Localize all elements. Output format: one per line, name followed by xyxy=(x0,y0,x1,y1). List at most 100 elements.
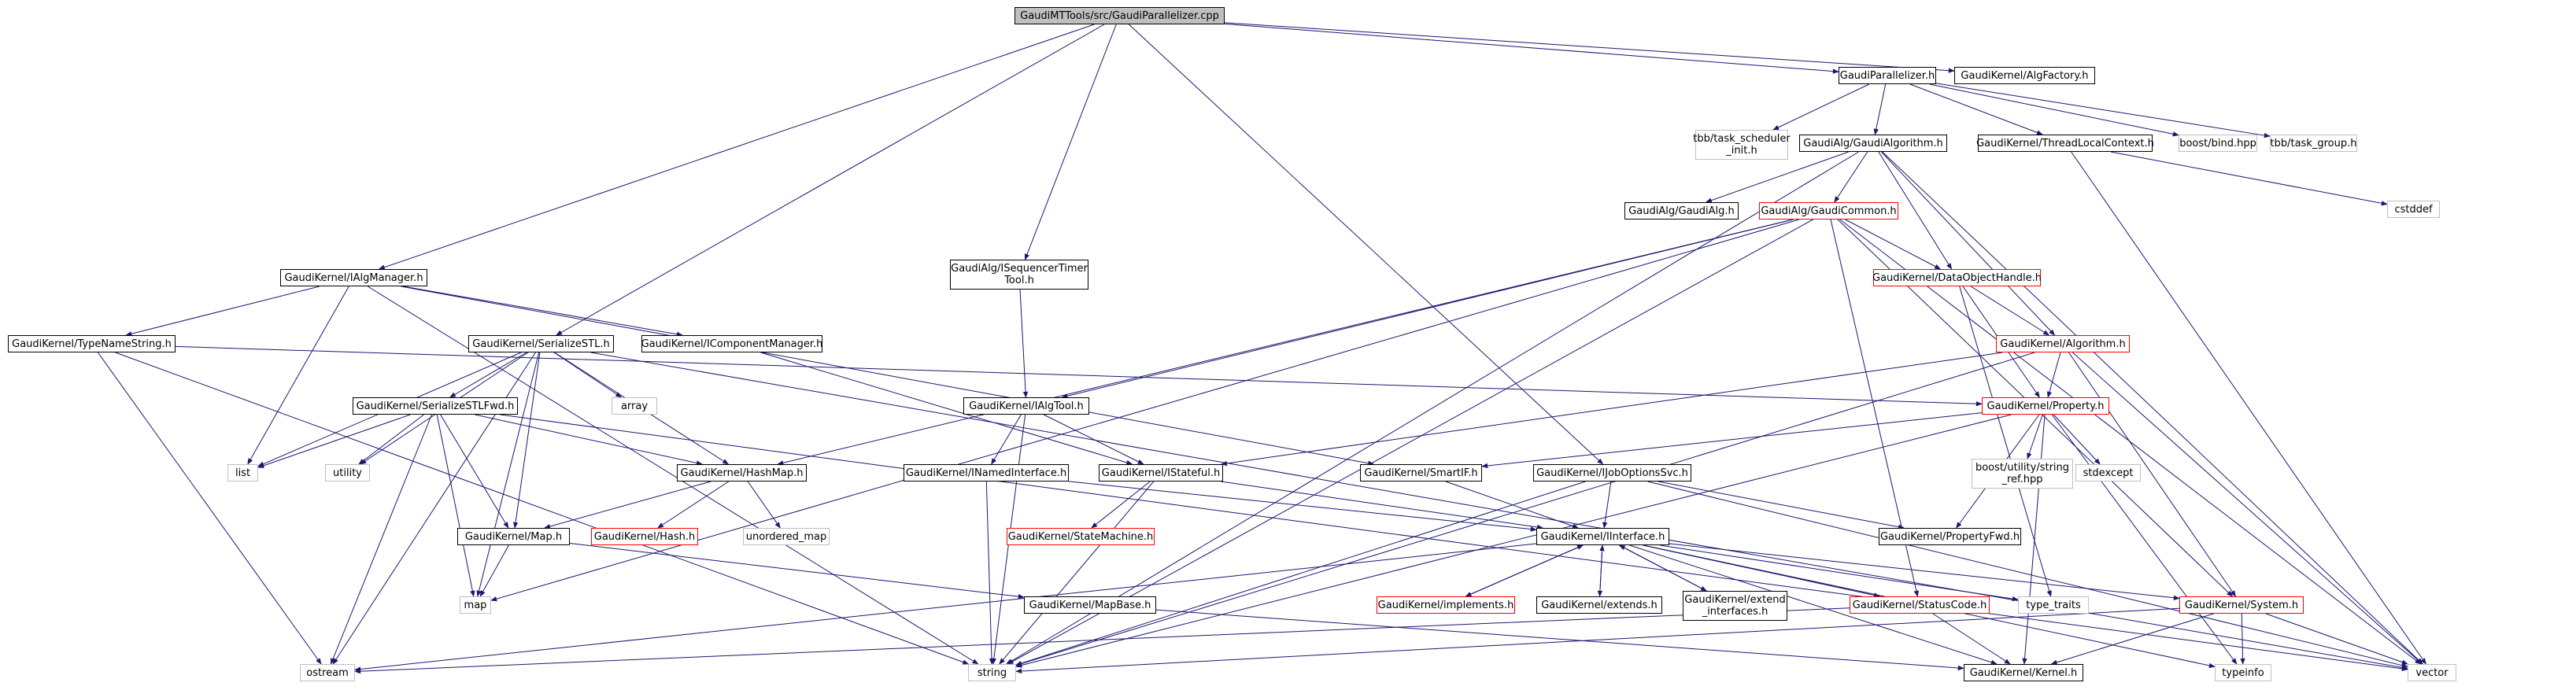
edge-gaudikernel-serializestlfwd-h-to-gaudikernel-map-h xyxy=(440,414,509,529)
edge-gaudikernel-dataobjecthandle-h-to-type-traits xyxy=(1959,286,2052,597)
edge-gaudikernel-property-h-to-boost-utility-string-ref-hpp xyxy=(2027,414,2043,459)
edge-gaudiparallelizer-h-to-tbb-task-scheduler-init-h xyxy=(1772,83,1870,131)
edge-gaudikernel-map-h-to-gaudikernel-mapbase-h xyxy=(569,542,1025,600)
edge-gaudikernel-extend-interfaces-h-to-gaudikernel-iinterface-h xyxy=(1618,544,1707,592)
node-gaudikernel-propertyfwd-h[interactable]: GaudiKernel/PropertyFwd.h xyxy=(1879,528,2021,545)
edge-gaudikernel-iinterface-h-to-ostream xyxy=(354,543,1537,672)
node-gaudikernel-extend-interfaces-h[interactable]: GaudiKernel/extend _interfaces.h xyxy=(1683,591,1787,621)
node-utility[interactable]: utility xyxy=(325,464,370,482)
edge-gaudialg-gaudialgorithm-h-to-vector xyxy=(1882,151,2423,665)
edge-gaudiparallelizer-h-to-gaudikernel-threadlocalcontext-h xyxy=(1909,83,2043,135)
edge-gaudikernel-serializestl-h-to-array xyxy=(553,352,623,398)
node-gaudialg-gaudialg-h[interactable]: GaudiAlg/GaudiAlg.h xyxy=(1624,202,1739,220)
node-gaudikernel-statuscode-h[interactable]: GaudiKernel/StatusCode.h xyxy=(1850,596,1990,614)
node-gaudikernel-hashmap-h[interactable]: GaudiKernel/HashMap.h xyxy=(677,464,807,482)
node-array[interactable]: array xyxy=(612,397,657,415)
node-unordered-map[interactable]: unordered_map xyxy=(743,528,830,545)
node-gaudiparallelizer-h[interactable]: GaudiParallelizer.h xyxy=(1839,67,1936,84)
edge-gaudikernel-algorithm-h-to-gaudikernel-istateful-h xyxy=(1221,352,2003,467)
edge-gaudikernel-typenamestring-h-to-gaudikernel-property-h xyxy=(175,345,1983,407)
edge-gaudikernel-ialgtool-h-to-gaudikernel-inamedinterface-h xyxy=(991,414,1022,465)
edge-root-to-gaudialg-isequencertimertool-h xyxy=(1024,24,1117,260)
edge-gaudikernel-serializestlfwd-h-to-ostream xyxy=(330,414,433,665)
node-gaudikernel-kernel-h[interactable]: GaudiKernel/Kernel.h xyxy=(1964,664,2083,681)
edge-gaudikernel-statuscode-h-to-ostream xyxy=(354,607,1850,674)
node-boost-utility-string-ref-hpp[interactable]: boost/utility/string _ref.hpp xyxy=(1972,459,2073,489)
node-gaudikernel-iinterface-h[interactable]: GaudiKernel/IInterface.h xyxy=(1536,528,1669,545)
node-list[interactable]: list xyxy=(227,464,258,482)
node-gaudialg-isequencertimertool-h[interactable]: GaudiAlg/ISequencerTimer Tool.h xyxy=(950,260,1088,290)
edge-root-to-gaudikernel-algfactory-h xyxy=(1224,22,1955,73)
edge-gaudikernel-serializestlfwd-h-to-gaudikernel-hashmap-h xyxy=(475,414,703,466)
edge-gaudikernel-ijoboptionssvc-h-to-gaudikernel-propertyfwd-h xyxy=(1658,481,1905,529)
node-ostream[interactable]: ostream xyxy=(300,664,355,681)
node-gaudikernel-dataobjecthandle-h[interactable]: GaudiKernel/DataObjectHandle.h xyxy=(1872,269,2042,286)
edge-gaudikernel-ialgtool-h-to-gaudikernel-istateful-h xyxy=(1043,414,1144,465)
node-map[interactable]: map xyxy=(460,596,491,614)
node-type-traits[interactable]: type_traits xyxy=(2018,596,2089,614)
node-typeinfo[interactable]: typeinfo xyxy=(2215,664,2271,681)
edge-gaudikernel-typenamestring-h-to-string xyxy=(115,352,970,665)
edge-gaudikernel-ijoboptionssvc-h-to-gaudikernel-iinterface-h xyxy=(1602,481,1612,529)
node-gaudikernel-system-h[interactable]: GaudiKernel/System.h xyxy=(2179,596,2304,614)
node-gaudikernel-typenamestring-h[interactable]: GaudiKernel/TypeNameString.h xyxy=(8,335,176,352)
node-gaudikernel-serializestl-h[interactable]: GaudiKernel/SerializeSTL.h xyxy=(468,335,614,352)
edge-gaudialg-gaudialgorithm-h-to-string xyxy=(1006,151,1859,665)
edge-gaudikernel-ialgmanager-h-to-gaudikernel-icomponentmanager-h xyxy=(403,286,683,337)
edge-gaudikernel-inamedinterface-h-to-string xyxy=(985,481,995,665)
node-gaudikernel-extends-h[interactable]: GaudiKernel/extends.h xyxy=(1536,596,1662,614)
node-gaudikernel-smartif-h[interactable]: GaudiKernel/SmartIF.h xyxy=(1360,464,1482,482)
edge-gaudikernel-serializestlfwd-h-to-utility xyxy=(358,414,424,465)
edge-gaudikernel-property-h-to-gaudikernel-kernel-h xyxy=(2022,414,2046,665)
edge-gaudikernel-threadlocalcontext-h-to-cstddef xyxy=(2110,151,2388,206)
node-gaudikernel-inamedinterface-h[interactable]: GaudiKernel/INamedInterface.h xyxy=(904,464,1069,482)
edge-gaudikernel-property-h-to-typeinfo xyxy=(2051,414,2238,665)
edge-gaudikernel-algorithm-h-to-string xyxy=(1015,352,2035,666)
edge-gaudikernel-icomponentmanager-h-to-gaudikernel-istateful-h xyxy=(760,352,1133,465)
node-gaudikernel-ialgmanager-h[interactable]: GaudiKernel/IAlgManager.h xyxy=(280,269,427,286)
edge-gaudikernel-istateful-h-to-string xyxy=(999,481,1155,665)
edge-gaudikernel-serializestlfwd-h-to-vector xyxy=(500,414,2408,672)
node-gaudikernel-ijoboptionssvc-h[interactable]: GaudiKernel/IJobOptionsSvc.h xyxy=(1533,464,1691,482)
node-gaudikernel-implements-h[interactable]: GaudiKernel/implements.h xyxy=(1377,596,1515,614)
edge-gaudialg-gaudialgorithm-h-to-gaudikernel-dataobjecthandle-h xyxy=(1878,151,1953,270)
edge-gaudikernel-istateful-h-to-gaudikernel-iinterface-h xyxy=(1221,481,1544,530)
node-gaudikernel-icomponentmanager-h[interactable]: GaudiKernel/IComponentManager.h xyxy=(641,335,822,352)
node-vector[interactable]: vector xyxy=(2408,664,2456,681)
edge-gaudikernel-map-h-to-map xyxy=(479,544,509,597)
node-gaudikernel-ialgtool-h[interactable]: GaudiKernel/IAlgTool.h xyxy=(963,397,1089,415)
edge-gaudikernel-serializestl-h-to-gaudikernel-serializestlfwd-h xyxy=(449,352,527,398)
edge-gaudikernel-system-h-to-gaudikernel-kernel-h xyxy=(2050,613,2214,665)
node-gaudikernel-threadlocalcontext-h[interactable]: GaudiKernel/ThreadLocalContext.h xyxy=(1976,135,2154,152)
node-gaudikernel-map-h[interactable]: GaudiKernel/Map.h xyxy=(457,528,570,545)
node-string[interactable]: string xyxy=(968,664,1016,681)
node-gaudikernel-istateful-h[interactable]: GaudiKernel/IStateful.h xyxy=(1099,464,1223,482)
node-gaudikernel-property-h[interactable]: GaudiKernel/Property.h xyxy=(1982,397,2109,415)
edge-gaudikernel-property-h-to-gaudikernel-smartif-h xyxy=(1481,412,1983,469)
edge-gaudikernel-ialgmanager-h-to-gaudikernel-typenamestring-h xyxy=(125,286,320,337)
edge-gaudikernel-typenamestring-h-to-ostream xyxy=(97,352,322,665)
edge-gaudikernel-dataobjecthandle-h-to-gaudikernel-algorithm-h xyxy=(1970,286,2050,336)
node-stdexcept[interactable]: stdexcept xyxy=(2075,464,2141,482)
edge-root-to-gaudiparallelizer-h xyxy=(1224,23,1839,74)
edge-gaudikernel-extends-h-to-gaudikernel-iinterface-h xyxy=(1599,544,1605,597)
node-gaudialg-gaudialgorithm-h[interactable]: GaudiAlg/GaudiAlgorithm.h xyxy=(1799,135,1947,152)
node-gaudikernel-statemachine-h[interactable]: GaudiKernel/StateMachine.h xyxy=(1007,528,1155,545)
node-boost-bind-hpp[interactable]: boost/bind.hpp xyxy=(2179,135,2257,152)
node-gaudikernel-algfactory-h[interactable]: GaudiKernel/AlgFactory.h xyxy=(1954,67,2095,84)
node-gaudikernel-hash-h[interactable]: GaudiKernel/Hash.h xyxy=(591,528,698,545)
node-cstddef[interactable]: cstddef xyxy=(2387,201,2440,218)
edge-gaudikernel-system-h-to-vector xyxy=(2265,613,2408,665)
edge-gaudikernel-serializestl-h-to-vector xyxy=(590,352,2408,670)
node-gaudikernel-algorithm-h[interactable]: GaudiKernel/Algorithm.h xyxy=(1996,335,2130,352)
edge-gaudialg-gaudicommon-h-to-string xyxy=(1007,219,1813,665)
edge-gaudikernel-mapbase-h-to-gaudikernel-kernel-h xyxy=(1155,609,1964,671)
node-tbb-task-group-h[interactable]: tbb/task_group.h xyxy=(2270,135,2357,152)
node-gaudikernel-serializestlfwd-h[interactable]: GaudiKernel/SerializeSTLFwd.h xyxy=(353,397,518,415)
edge-gaudikernel-system-h-to-string xyxy=(1015,607,2180,674)
edge-gaudikernel-statuscode-h-to-gaudikernel-kernel-h xyxy=(1932,613,2011,665)
node-gaudikernel-mapbase-h[interactable]: GaudiKernel/MapBase.h xyxy=(1024,596,1156,614)
node-gaudialg-gaudicommon-h[interactable]: GaudiAlg/GaudiCommon.h xyxy=(1759,202,1898,220)
node-tbb-task-scheduler-init-h[interactable]: tbb/task_scheduler _init.h xyxy=(1693,130,1791,160)
